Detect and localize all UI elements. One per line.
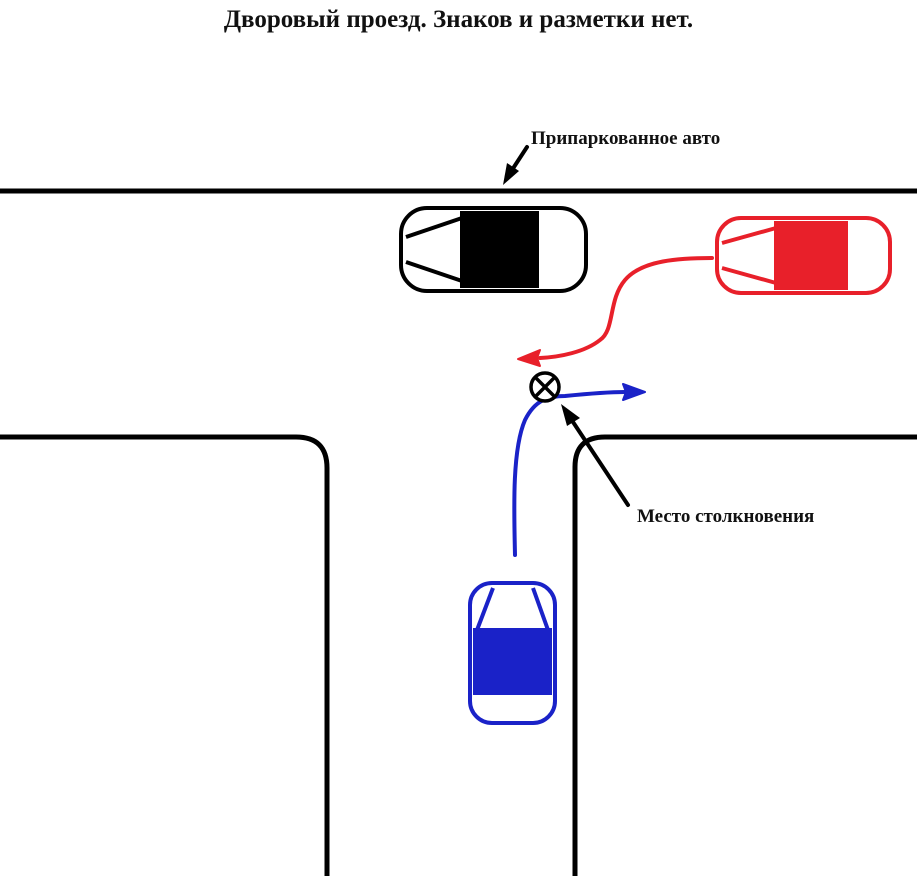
red-car bbox=[715, 216, 892, 295]
red-car-trajectory bbox=[517, 256, 714, 367]
collision-point-label: Место столкновения bbox=[637, 506, 815, 527]
red-arrow-head bbox=[517, 349, 541, 367]
parked-car bbox=[399, 206, 588, 293]
circled-x-icon bbox=[529, 371, 561, 403]
parked-car-label: Припаркованное авто bbox=[531, 128, 721, 149]
blue-arrow-head bbox=[622, 383, 646, 401]
blue-car-trajectory bbox=[512, 383, 646, 557]
parked-car-pointer bbox=[503, 145, 529, 185]
blue-car bbox=[468, 581, 557, 725]
diagram-title: Дворовый проезд. Знаков и разметки нет. bbox=[223, 6, 694, 33]
collision-pointer bbox=[561, 404, 630, 507]
right-lower-road-edge bbox=[572, 434, 917, 876]
left-lower-road-edge bbox=[0, 434, 330, 876]
road-edges bbox=[0, 188, 917, 876]
